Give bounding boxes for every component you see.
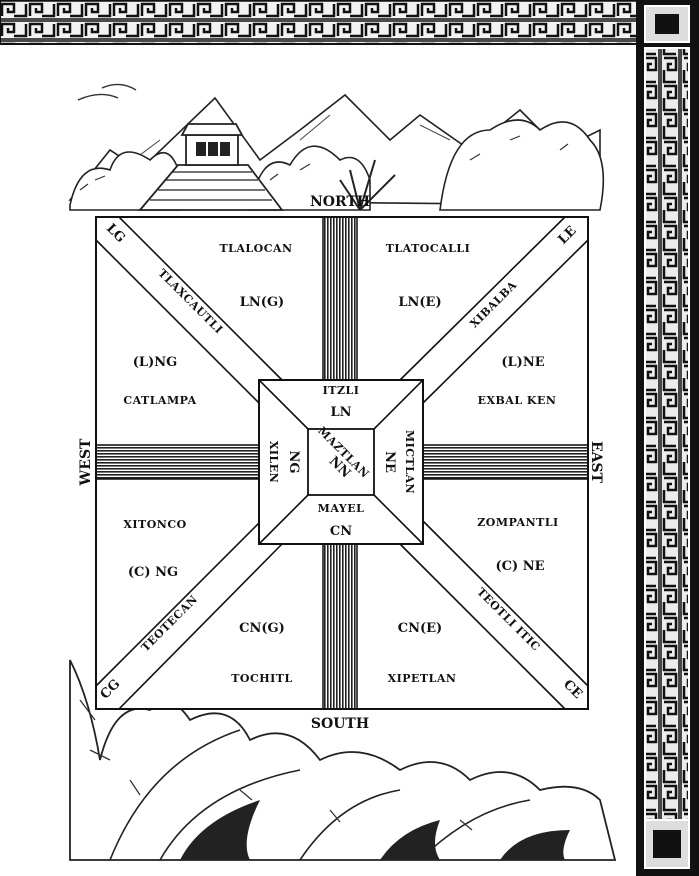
ne-realm: TLATOCALLI	[386, 242, 471, 255]
west-axis-band	[95, 444, 260, 480]
jungle-trees-top	[69, 119, 605, 211]
e-lower-realm: ZOMPANTLI	[477, 516, 558, 529]
nw-realm: TLALOCAN	[219, 242, 292, 255]
e-lower-code: (C) NE	[496, 559, 545, 574]
se-realm: XIPETLAN	[388, 672, 457, 685]
north-label: NORTH	[310, 194, 370, 210]
sw-code: CN(G)	[239, 621, 285, 636]
e-upper-code: (L)NE	[501, 355, 544, 370]
se-code: CN(E)	[398, 621, 442, 636]
w-lower-code: (C) NG	[128, 565, 178, 580]
pyramid-temple	[138, 123, 284, 211]
south-axis-band	[322, 543, 358, 710]
center-east-code: NE	[382, 451, 397, 473]
center-west-code: NG	[286, 451, 301, 474]
west-label: WEST	[78, 438, 94, 487]
south-label: SOUTH	[311, 716, 369, 732]
ne-code: LN(E)	[398, 295, 441, 310]
e-upper-realm: EXBAL KEN	[478, 394, 557, 407]
w-upper-realm: CATLAMPA	[123, 394, 196, 407]
alignment-grid	[95, 216, 589, 710]
w-upper-code: (L)NG	[133, 355, 177, 370]
w-lower-realm: XITONCO	[123, 518, 186, 531]
north-axis-band	[322, 216, 358, 381]
center-core	[307, 428, 375, 496]
center-west-realm: XILEN	[267, 441, 280, 483]
east-label: EAST	[588, 441, 604, 484]
nw-code: LN(G)	[240, 295, 284, 310]
top-border-frieze	[0, 0, 641, 45]
center-north-realm: ITZLI	[323, 384, 360, 397]
center-north-code: LN	[330, 405, 351, 420]
east-axis-band	[422, 444, 589, 480]
center-east-realm: MICTLAN	[403, 430, 416, 494]
right-border-column	[636, 0, 699, 876]
center-south-realm: MAYEL	[318, 502, 365, 515]
center-south-code: CN	[330, 524, 352, 539]
sw-realm: TOCHITL	[231, 672, 292, 685]
jungle-foliage-bottom	[69, 659, 617, 861]
